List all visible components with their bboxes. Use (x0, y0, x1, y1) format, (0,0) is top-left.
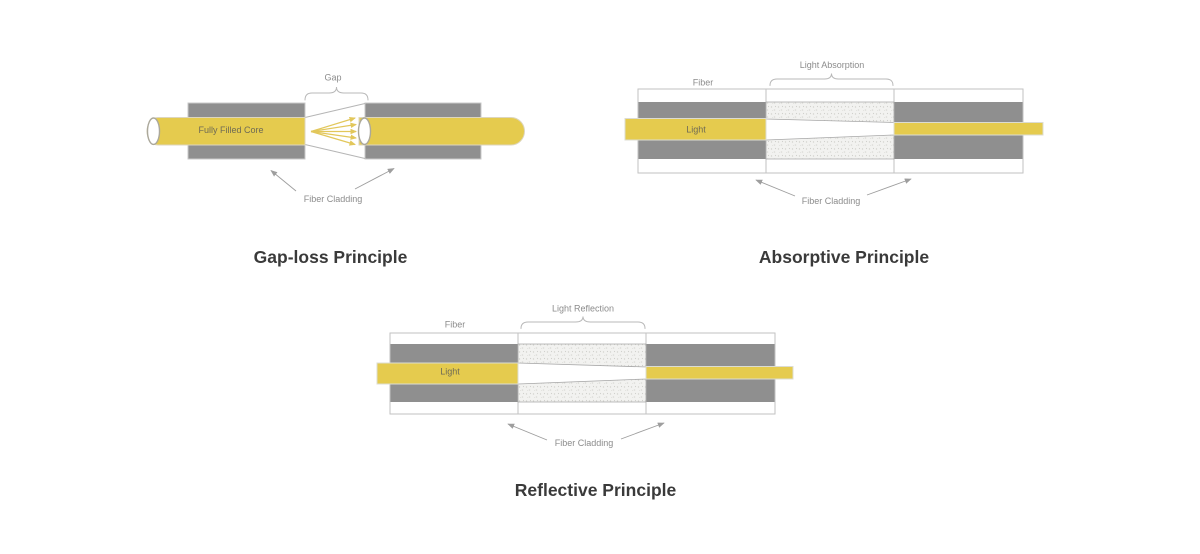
gap-loss-right-core (358, 117, 525, 146)
gap-loss-right-core-endcap (357, 117, 372, 146)
cladding-pointer-left-icon (507, 423, 548, 441)
light-ray-icon (310, 122, 357, 133)
light-ray-icon (310, 130, 356, 146)
gap-diverge-line-top (304, 103, 366, 118)
cladding-pointer-left-icon (755, 179, 796, 197)
cladding-pointer-left-icon (270, 169, 297, 192)
reflective-light-out (645, 366, 794, 380)
light-label: Light (686, 125, 706, 135)
core-label: Fully Filled Core (198, 125, 263, 135)
light-ray-icon (310, 130, 357, 140)
gap-loss-left-core-endcap (146, 117, 161, 146)
figure-title-absorptive: Absorptive Principle (759, 247, 929, 267)
absorptive-light-in (624, 118, 767, 141)
cladding-pointer-right-icon (620, 422, 665, 440)
absorptive-figure: Fiber Light Light Absorption Fiber Cladd… (624, 60, 1044, 267)
cladding-label: Fiber Cladding (555, 438, 614, 448)
cladding-label: Fiber Cladding (304, 194, 363, 204)
fiber-label: Fiber (445, 320, 466, 330)
gap-label: Gap (324, 73, 341, 83)
reflective-material-top (517, 343, 647, 368)
gap-brace-icon (304, 86, 369, 101)
cladding-label: Fiber Cladding (802, 196, 861, 206)
process-label: Light Absorption (800, 60, 865, 70)
figure-title-reflective: Reflective Principle (515, 480, 677, 500)
reflective-figure: Fiber Light Light Reflection Fiber Cladd… (376, 304, 794, 500)
reflection-brace-icon (520, 316, 646, 329)
gap-light-rays (310, 116, 357, 146)
figure-title-gap-loss: Gap-loss Principle (254, 247, 408, 267)
absorptive-material-bottom (765, 134, 895, 160)
fiber-label: Fiber (693, 78, 714, 88)
absorptive-material-top (765, 101, 895, 123)
cladding-pointer-right-icon (354, 168, 395, 190)
gap-loss-figure: Gap Fully Filled Core Fiber Cladding Gap… (146, 73, 525, 267)
reflective-material-bottom (517, 378, 647, 403)
light-label: Light (440, 367, 460, 377)
absorption-brace-icon (769, 73, 894, 86)
cladding-pointer-right-icon (866, 178, 912, 196)
gap-diverge-line-bottom (304, 144, 366, 159)
reflective-light-in (376, 362, 519, 385)
absorptive-light-out (893, 122, 1044, 136)
process-label: Light Reflection (552, 304, 614, 314)
light-ray-icon (310, 116, 356, 133)
